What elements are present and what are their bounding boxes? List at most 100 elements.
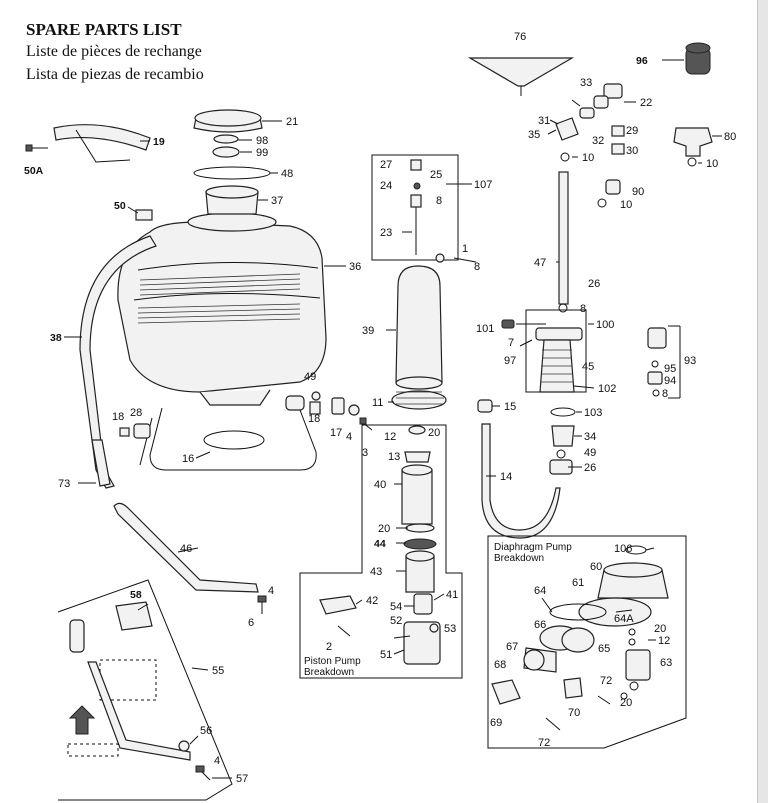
callout-14: 14 (500, 471, 512, 483)
callout-57: 57 (236, 773, 248, 785)
callout-18-right: 18 (308, 413, 320, 425)
callout-27: 27 (380, 159, 392, 171)
callout-19: 19 (153, 136, 165, 148)
callout-13: 13 (388, 451, 400, 463)
callout-36: 36 (349, 261, 361, 273)
pump-lever-illustration (113, 502, 259, 593)
leader-lines (64, 59, 722, 779)
callout-6: 6 (248, 617, 254, 629)
callout-65: 65 (598, 643, 610, 655)
subtitle-spanish: Lista de piezas de recambio (26, 66, 204, 83)
callout-21: 21 (286, 116, 298, 128)
callout-94: 94 (664, 375, 676, 387)
callout-41: 41 (446, 589, 458, 601)
callout-99: 99 (256, 147, 268, 159)
callout-52: 52 (390, 615, 402, 627)
tank-illustration (117, 212, 327, 471)
callout-103: 103 (584, 407, 602, 419)
callout-29: 29 (626, 125, 638, 137)
piston-parts (319, 425, 441, 665)
callout-66: 66 (534, 619, 546, 631)
callout-50: 50 (114, 200, 126, 212)
callout-24: 24 (380, 180, 392, 192)
callout-8-c: 8 (580, 303, 586, 315)
shroud-illustration (467, 57, 575, 87)
callout-60: 60 (590, 561, 602, 573)
callout-98: 98 (256, 135, 268, 147)
callout-34: 34 (584, 431, 596, 443)
callout-23: 23 (380, 227, 392, 239)
callout-7: 7 (508, 337, 514, 349)
nozzle-parts (555, 83, 625, 208)
callout-20-piston-b: 20 (378, 523, 390, 535)
fastener-parts (285, 391, 373, 431)
callout-18-left: 18 (112, 411, 124, 423)
strap-bracket-illustration (25, 124, 151, 163)
callout-4-mid: 4 (268, 585, 274, 597)
callout-50a: 50A (24, 165, 44, 177)
callout-76: 76 (514, 31, 526, 43)
callout-107: 107 (474, 179, 492, 191)
callout-11: 11 (372, 397, 383, 409)
callout-20-piston: 20 (428, 427, 440, 439)
callout-4-top: 4 (346, 431, 352, 443)
callout-16: 16 (182, 453, 194, 465)
callout-20-diaphragm-b: 20 (620, 697, 632, 709)
piston-caption-line2: Breakdown (304, 667, 354, 678)
handle-grip-illustration (91, 439, 111, 487)
callout-33: 33 (580, 77, 592, 89)
diaphragm-pump-box (487, 535, 687, 749)
page-title: SPARE PARTS LIST (26, 20, 182, 39)
callout-12-diaphragm: 12 (658, 635, 670, 647)
callout-40: 40 (374, 479, 386, 491)
callout-26-a: 26 (588, 278, 600, 290)
callout-70: 70 (568, 707, 580, 719)
callout-48: 48 (281, 168, 293, 180)
callout-68: 68 (494, 659, 506, 671)
callout-61: 61 (572, 577, 584, 589)
callout-97: 97 (504, 355, 516, 367)
callout-47: 47 (534, 257, 546, 269)
hose-illustration (79, 235, 157, 489)
callout-49-right: 49 (584, 447, 596, 459)
callout-51: 51 (380, 649, 392, 661)
callout-10-c: 10 (620, 199, 632, 211)
callout-96: 96 (636, 55, 648, 67)
hose-fittings (477, 399, 576, 539)
callout-49-left: 49 (304, 371, 316, 383)
callout-8-b: 8 (474, 261, 480, 273)
callout-95: 95 (664, 363, 676, 375)
callout-28: 28 (130, 407, 142, 419)
callout-53: 53 (444, 623, 456, 635)
diaphragm-caption-line1: Diaphragm Pump (494, 542, 572, 553)
callout-38: 38 (50, 332, 62, 344)
callout-4-bottom: 4 (214, 755, 220, 767)
callout-56: 56 (200, 725, 212, 737)
scrollbar[interactable] (757, 0, 768, 803)
callout-32: 32 (592, 135, 604, 147)
callout-26-b: 26 (584, 462, 596, 474)
nozzle-kit-93-illustration (647, 327, 667, 397)
callout-12-piston: 12 (384, 431, 396, 443)
y-connector-illustration (673, 127, 713, 167)
cap-96-illustration (685, 42, 711, 75)
kit-107-box (371, 154, 459, 261)
callout-67: 67 (506, 641, 518, 653)
callout-2: 2 (326, 641, 332, 653)
callout-22: 22 (640, 97, 652, 109)
callout-101: 101 (476, 323, 494, 335)
handle-55-box (57, 579, 233, 801)
callout-45: 45 (582, 361, 594, 373)
callout-44: 44 (374, 538, 386, 550)
callout-80: 80 (724, 131, 736, 143)
piston-pump-box (299, 424, 463, 679)
callout-31: 31 (538, 115, 550, 127)
callout-69: 69 (490, 717, 502, 729)
trigger-handle-illustration (501, 319, 583, 393)
diaphragm-parts (491, 545, 669, 731)
callout-72-b: 72 (538, 737, 550, 749)
pressure-chamber-illustration (391, 265, 447, 410)
callout-20-diaphragm-a: 20 (654, 623, 666, 635)
